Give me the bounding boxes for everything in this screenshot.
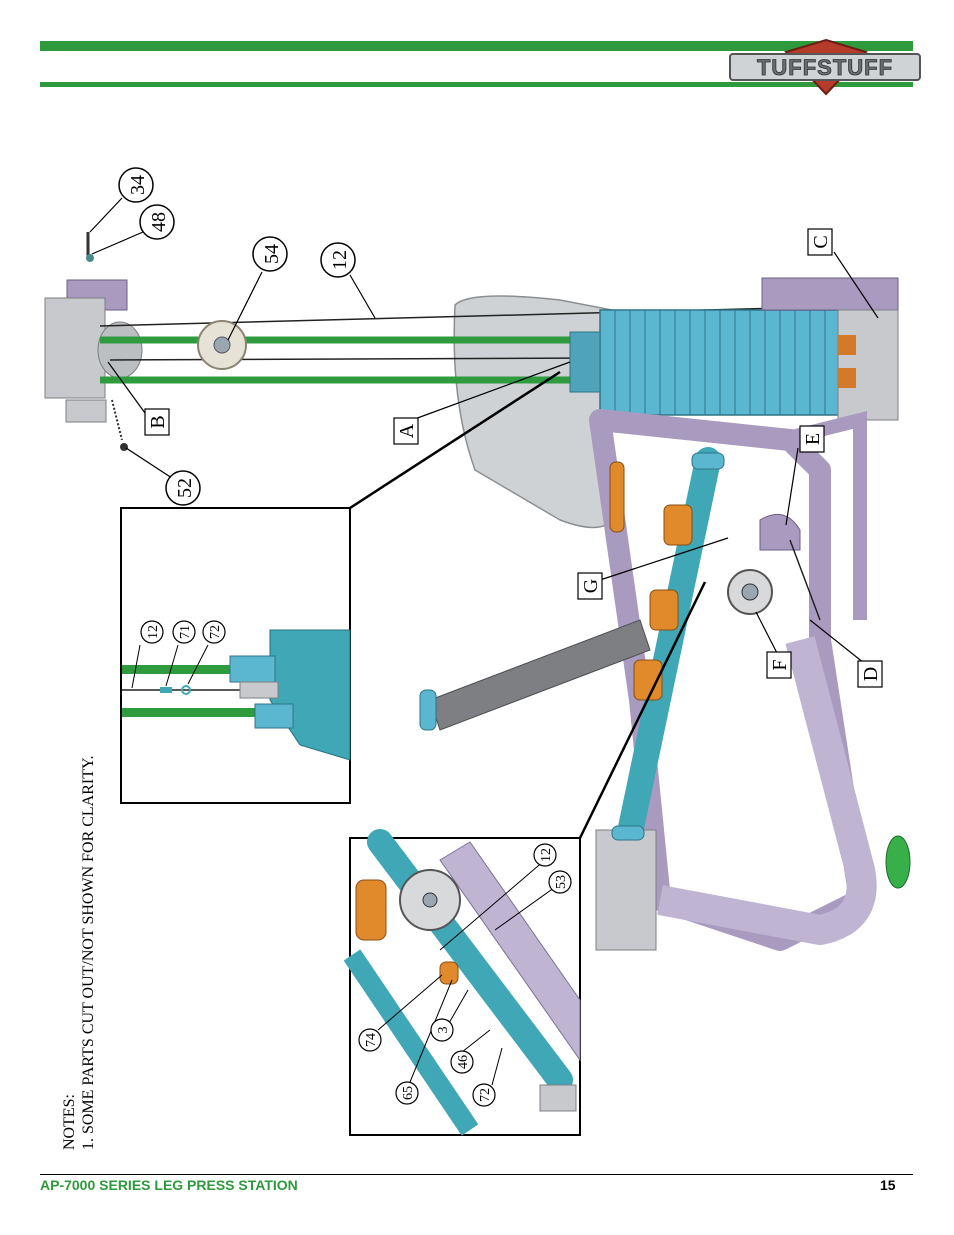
seat-back-pad <box>453 295 613 529</box>
detail-right-bracket <box>539 1084 577 1112</box>
detail-right-roller <box>355 879 387 941</box>
detail-left-rod-lower <box>122 708 272 717</box>
footer-rule <box>40 1174 913 1175</box>
part-72 <box>181 685 191 695</box>
callout-e: E <box>802 433 824 445</box>
detail-right-pulley-hub <box>422 892 438 908</box>
callouts-detail-left: 12 71 72 <box>140 620 226 644</box>
detail-right-arm-lower <box>343 949 479 1136</box>
stack-top-plate <box>569 331 601 393</box>
callouts-detail-right: 12 53 74 3 46 65 72 <box>358 843 572 1107</box>
bushing-upper <box>838 335 856 355</box>
detail-right-callout-72: 72 <box>478 1088 493 1102</box>
lower-carriage-bracket <box>595 829 657 951</box>
detail-left-tube-upper <box>229 655 276 683</box>
top-pulley <box>97 321 143 379</box>
pulley-e-housing <box>759 513 801 551</box>
callouts-main: 34 48 54 12 52 B A C E G F D <box>118 167 883 688</box>
roller-pivot-lower <box>649 589 679 631</box>
detail-right-callout-65: 65 <box>401 1086 416 1100</box>
pulley-f-hub <box>741 583 759 601</box>
roller-pivot-upper <box>663 504 693 546</box>
detail-left-connector <box>349 370 561 510</box>
notes-item-1: 1. SOME PARTS CUT OUT/NOT SHOWN FOR CLAR… <box>80 755 97 1150</box>
washer-48 <box>86 254 94 262</box>
foot-plate-bar-cap <box>419 689 437 731</box>
rear-foot-cap <box>885 835 911 889</box>
detail-right-callout-12: 12 <box>539 848 554 862</box>
footer-title: AP-7000 SERIES LEG PRESS STATION <box>40 1177 298 1193</box>
detail-left-tube-middle <box>239 681 279 699</box>
carriage-arm-cap <box>691 452 725 470</box>
cable-middle <box>109 357 601 361</box>
middle-pulley-hub <box>213 336 231 354</box>
foot-plate-bar <box>429 619 651 731</box>
callout-12: 12 <box>329 250 351 270</box>
callout-c: C <box>810 235 832 248</box>
callout-f: F <box>769 659 791 670</box>
callout-d: D <box>860 667 882 681</box>
callout-54: 54 <box>261 244 283 264</box>
detail-left-callout-12: 12 <box>146 625 161 639</box>
callout-34: 34 <box>127 175 149 195</box>
top-left-bracket <box>44 297 106 399</box>
callout-a: A <box>396 423 418 438</box>
callout-b: B <box>147 415 169 428</box>
cable-d <box>789 539 821 621</box>
base-frame <box>657 636 877 945</box>
callout-48: 48 <box>148 212 170 232</box>
detail-left-rod-upper <box>122 665 272 674</box>
detail-right-callout-46: 46 <box>456 1055 471 1069</box>
header-band-top <box>40 41 913 51</box>
detail-left-callout-72: 72 <box>208 625 223 639</box>
detail-left-tube-lower <box>254 703 294 729</box>
detail-right-callout-74: 74 <box>364 1033 379 1047</box>
hardware-line-b <box>111 399 123 441</box>
callout-g: G <box>580 579 602 593</box>
detail-right-frame <box>439 841 581 1062</box>
part-74 <box>439 961 459 985</box>
header-band-bottom <box>40 82 913 87</box>
top-left-foot <box>65 399 107 423</box>
callout-52: 52 <box>174 478 196 498</box>
detail-right-callout-3: 3 <box>436 1027 451 1034</box>
bushing-lower <box>838 368 856 388</box>
logo-wordmark: TUFFSTUFF <box>757 55 893 80</box>
part-71 <box>160 687 172 693</box>
carriage-arm <box>607 447 721 893</box>
nut-52 <box>120 443 128 451</box>
top-right-plate <box>761 277 899 311</box>
notes-heading: NOTES: <box>61 1094 78 1150</box>
page-number: 15 <box>880 1177 896 1193</box>
detail-left-callout-71: 71 <box>178 625 193 639</box>
roller-upper <box>609 461 625 533</box>
lower-carriage-cap <box>611 825 645 841</box>
detail-right-connector <box>578 581 707 839</box>
notes-block: NOTES: 1. SOME PARTS CUT OUT/NOT SHOWN F… <box>60 755 98 1150</box>
top-right-bracket <box>837 309 899 421</box>
detail-right-callout-53: 53 <box>554 875 569 889</box>
tuffstuff-logo: TUFFSTUFF <box>729 38 921 96</box>
